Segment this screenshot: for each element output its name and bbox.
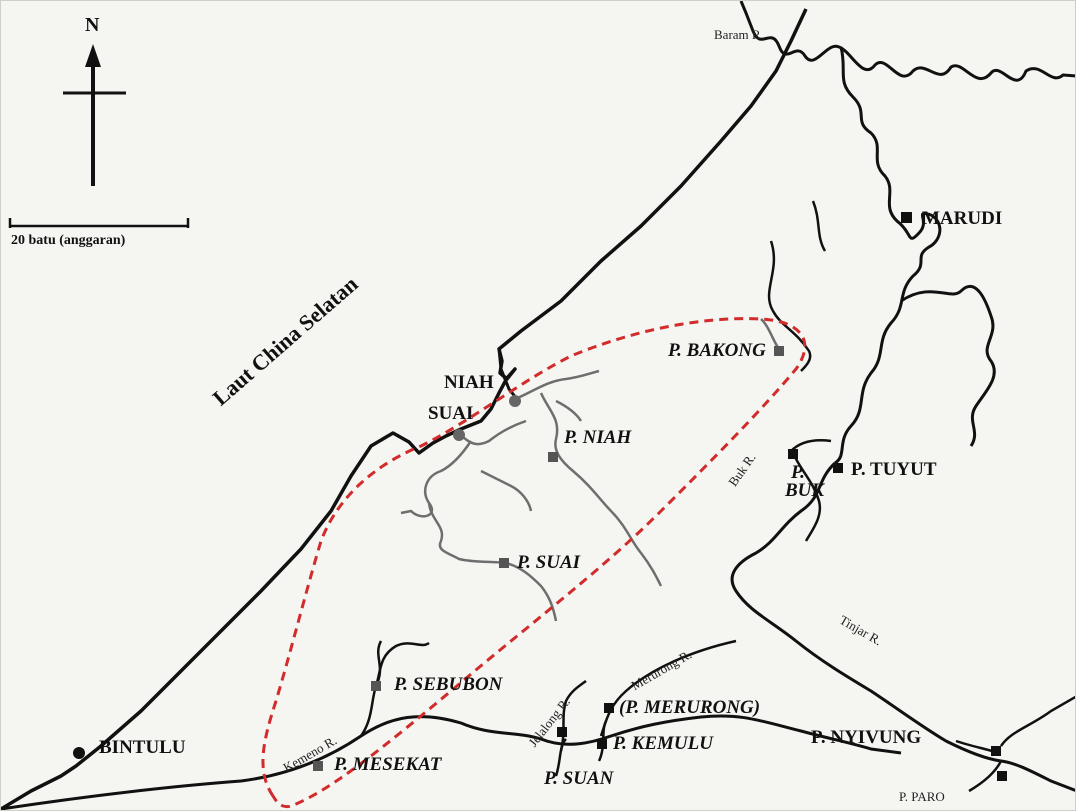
niah-mouth	[497, 348, 519, 400]
marker-suai	[453, 429, 465, 441]
p-suai-label: P. SUAI	[517, 552, 581, 573]
p-sebubon-label: P. SEBUBON	[394, 674, 503, 695]
niah-label: NIAH	[444, 372, 494, 393]
bintulu-label: BINTULU	[99, 737, 186, 758]
p-paro-label: P. PARO	[899, 789, 945, 804]
coastline	[1, 8, 808, 810]
niah-tributary-3	[555, 399, 583, 422]
marker-niah	[509, 395, 521, 407]
marudi-label: MARUDI	[922, 208, 1003, 229]
marker-p-sebubon	[371, 681, 381, 691]
baram-tributary-upper	[811, 200, 827, 252]
merurong-river	[599, 639, 737, 737]
suan-branch	[554, 738, 567, 777]
suai-label: SUAI	[428, 403, 474, 424]
baram-tributary-east	[900, 284, 996, 447]
baram-river	[739, 1, 1075, 82]
marker-p-paro	[997, 771, 1007, 781]
study-area-outline	[261, 317, 807, 809]
baram-tributary-west	[767, 240, 812, 372]
niah-tributary-2	[539, 392, 663, 587]
north-label: N	[85, 14, 100, 36]
marker-bintulu	[73, 747, 85, 759]
marker-p-niah	[548, 452, 558, 462]
marker-p-tuyut	[833, 463, 843, 473]
suai-river-2	[400, 440, 473, 518]
p-bakong-label: P. BAKONG	[668, 340, 766, 361]
tinjar-tributary	[999, 695, 1075, 747]
marker-p-suan	[557, 727, 567, 737]
p-buk-label-2: BUK	[785, 480, 825, 501]
p-buk-label-1: P.	[791, 462, 805, 483]
buk-river-upper	[790, 439, 832, 452]
p-tuyut-label: P. TUYUT	[851, 459, 937, 480]
tinjar-river	[730, 461, 1075, 792]
north-arrow-head	[85, 44, 101, 67]
p-nyivung-label: P. NYIVUNG	[811, 727, 922, 748]
marker-marudi	[901, 212, 912, 223]
niah-tributary	[514, 369, 600, 401]
p-mesekat-label: P. MESEKAT	[334, 754, 442, 775]
buk-river	[791, 452, 822, 542]
paro-tributary	[968, 760, 1003, 793]
p-suan-label: P. SUAN	[544, 768, 614, 789]
marker-p-buk	[788, 449, 798, 459]
marker-p-kemulu	[597, 739, 607, 749]
scale-label: 20 batu (anggaran)	[11, 233, 126, 248]
suai-river-3	[427, 502, 558, 622]
baram-river-label: Baram R.	[714, 27, 764, 42]
kemeno-river	[1, 714, 902, 810]
marker-p-mesekat	[313, 761, 323, 771]
marker-p-bakong	[774, 346, 784, 356]
p-merurong-label: (P. MERURONG)	[619, 697, 761, 718]
marker-p-merurong	[604, 703, 614, 713]
baram-river-lower	[834, 46, 942, 465]
suai-river	[458, 419, 527, 446]
p-kemulu-label: P. KEMULU	[613, 733, 713, 754]
marker-p-nyivung	[991, 746, 1001, 756]
suai-river-4	[480, 469, 533, 512]
p-niah-label: P. NIAH	[564, 427, 632, 448]
marker-p-suai	[499, 558, 509, 568]
kemeno-upper	[359, 641, 430, 737]
